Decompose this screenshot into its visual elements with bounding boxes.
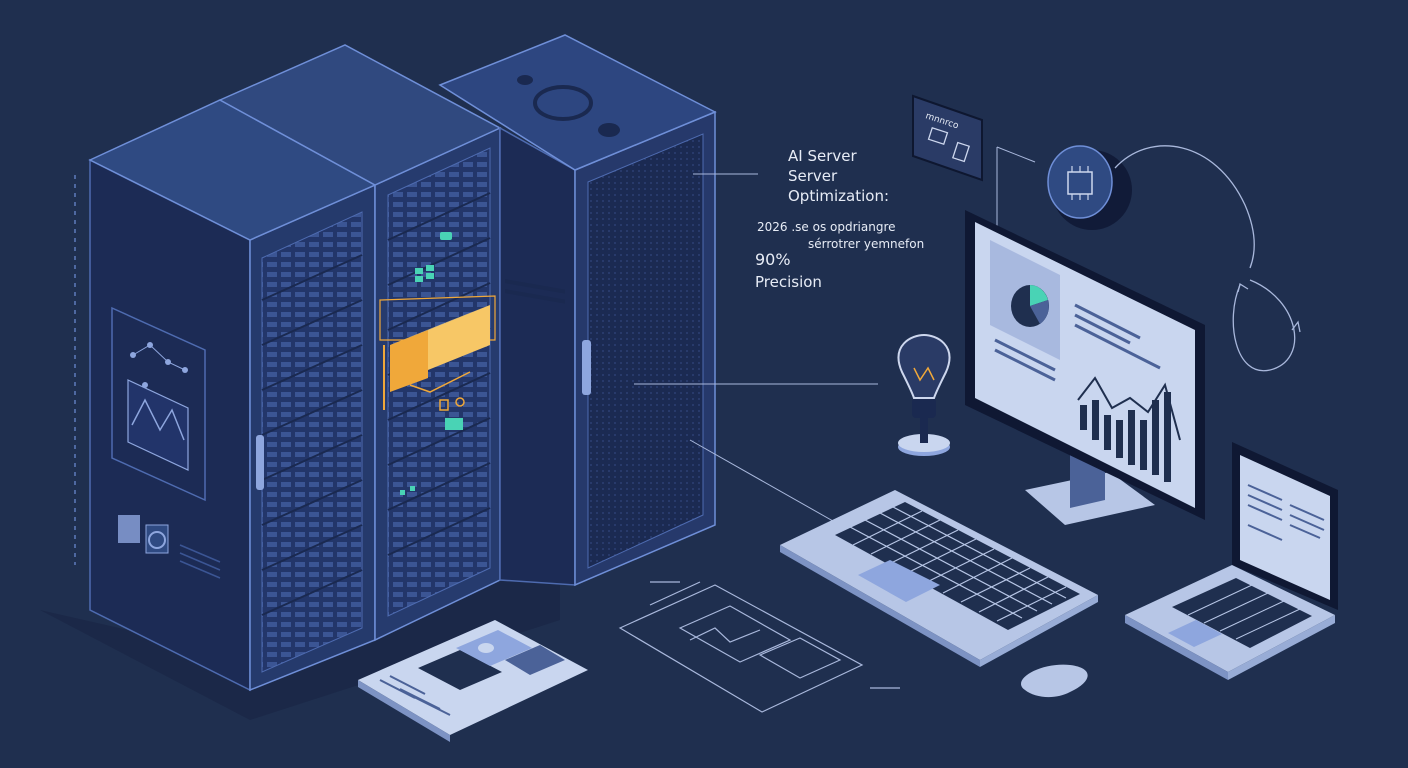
processor-chip-icon xyxy=(1047,145,1132,230)
annotation-title-line1: AI Server xyxy=(788,147,857,165)
bar-chart-icon xyxy=(1080,392,1171,482)
lightbulb-icon xyxy=(897,333,951,456)
metric-value: 90% xyxy=(755,250,791,269)
annotation-title-line3: Optimization: xyxy=(788,187,889,205)
rack-handle xyxy=(582,340,591,395)
info-badge: mnnrco xyxy=(912,94,983,182)
mouse xyxy=(1021,664,1088,698)
server-rack-left xyxy=(74,99,377,692)
annotation-subtitle-line1: 2026 .se os opdriangre xyxy=(757,220,896,234)
annotation-subtitle-line2: sérrotrer yemnefon xyxy=(808,237,924,251)
desktop-monitor xyxy=(965,210,1205,525)
annotation-title-line2: Server xyxy=(788,167,838,185)
server-rack-right xyxy=(438,34,717,587)
keyboard xyxy=(780,490,1098,667)
laptop xyxy=(1125,442,1338,680)
highlighted-server-module xyxy=(379,295,496,411)
metric-label: Precision xyxy=(755,273,822,291)
annotation-block: AI Server Server Optimization: 2026 .se … xyxy=(693,147,924,291)
blueprint-sketch xyxy=(618,581,900,713)
server-rack-middle xyxy=(218,44,502,642)
pie-chart-icon xyxy=(1011,285,1049,327)
tablet xyxy=(358,620,588,742)
rack-handle xyxy=(256,435,264,490)
cycle-arrows-icon xyxy=(1114,145,1301,372)
